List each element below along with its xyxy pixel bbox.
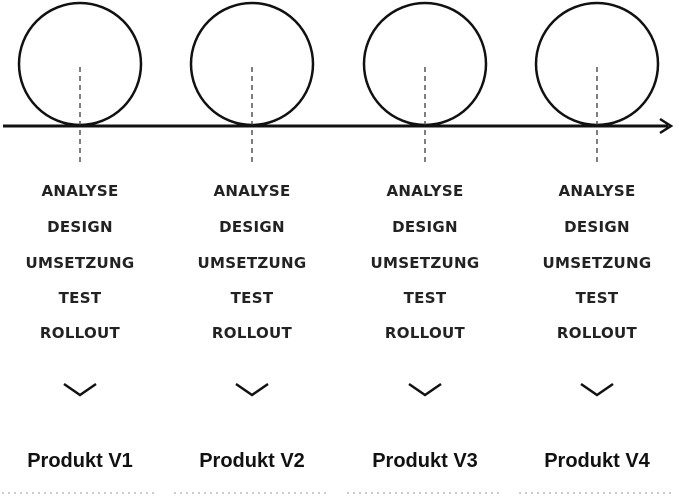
chevron-down-icon [235,382,269,397]
chevron-down-icon [580,382,614,397]
phase-label: ANALYSE [213,182,291,200]
phase-label: ROLLOUT [39,324,121,342]
phase-label: ROLLOUT [556,324,638,342]
iteration-column: ANALYSE DESIGN UMSETZUNG TEST ROLLOUT Produkt… [339,0,511,497]
product-label: Produkt V3 [372,450,478,472]
phase-label: DESIGN [219,218,285,236]
arrow-right-icon [659,117,674,135]
iteration-column: ANALYSE DESIGN UMSETZUNG TEST ROLLOUT Produkt… [0,0,166,497]
product-label: Produkt V1 [27,450,133,472]
phase-label: UMSETZUNG [197,254,307,272]
phase-label: ROLLOUT [211,324,293,342]
phase-label: ANALYSE [41,182,119,200]
phase-label: TEST [403,289,447,307]
chevron-down-icon [63,382,97,397]
phase-label: ANALYSE [558,182,636,200]
phase-label: UMSETZUNG [370,254,480,272]
iteration-column: ANALYSE DESIGN UMSETZUNG TEST ROLLOUT Produkt… [511,0,679,497]
phase-label: TEST [575,289,619,307]
phase-label: TEST [230,289,274,307]
phase-label: DESIGN [564,218,630,236]
phase-label: ANALYSE [386,182,464,200]
phase-label: UMSETZUNG [542,254,652,272]
product-label: Produkt V2 [199,450,305,472]
phase-label: ROLLOUT [384,324,466,342]
product-label: Produkt V4 [544,450,650,472]
phase-label: DESIGN [47,218,113,236]
chevron-down-icon [408,382,442,397]
phase-label: TEST [58,289,102,307]
phase-label: DESIGN [392,218,458,236]
iteration-column: ANALYSE DESIGN UMSETZUNG TEST ROLLOUT Produkt… [166,0,338,497]
phase-label: UMSETZUNG [25,254,135,272]
